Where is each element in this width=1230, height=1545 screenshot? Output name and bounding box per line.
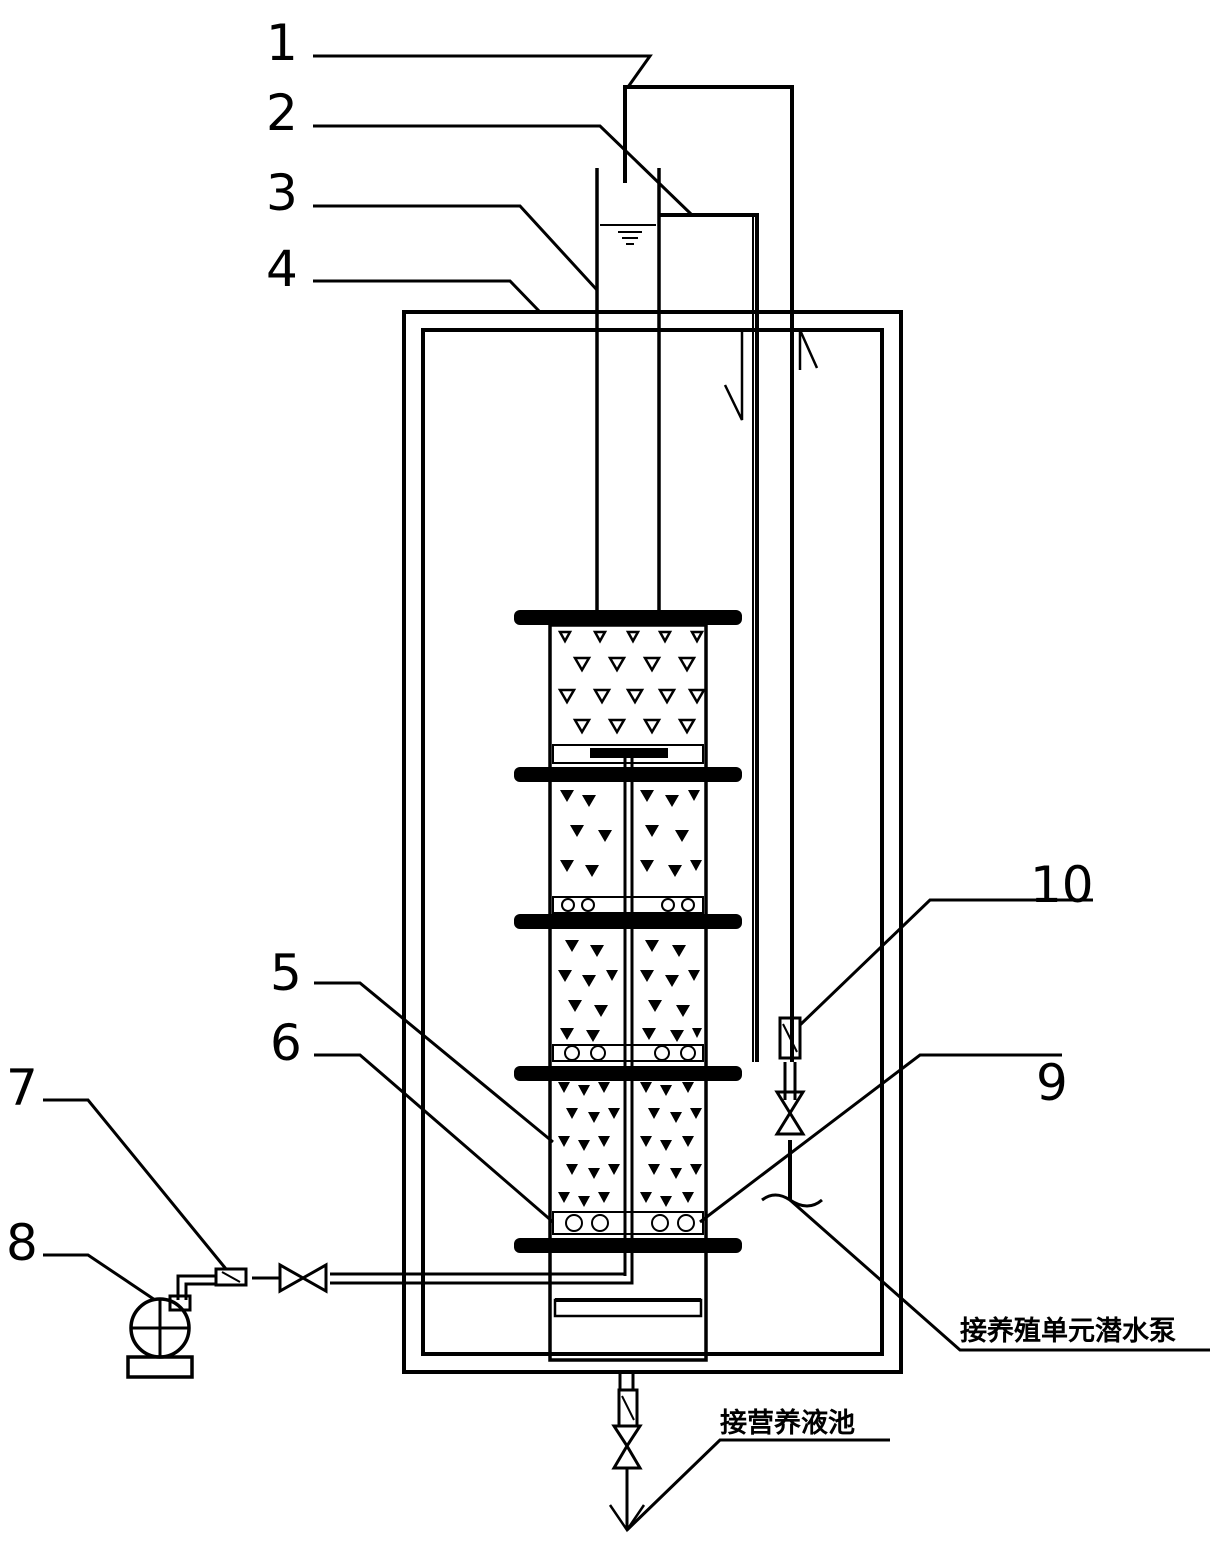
label-8: 8 <box>6 1214 38 1272</box>
label-7: 7 <box>6 1059 38 1117</box>
air-pump-icon <box>126 1294 194 1379</box>
filter-column <box>548 623 708 1362</box>
bottom-plate <box>553 1298 703 1318</box>
label-6: 6 <box>270 1014 302 1072</box>
label-5: 5 <box>270 944 302 1002</box>
inflow-valve <box>774 1090 806 1136</box>
outer-tank <box>402 310 903 1374</box>
drain-line <box>608 1372 646 1533</box>
inflow-pipe <box>623 85 823 1208</box>
number-labels: 1 2 3 4 5 6 7 8 9 10 <box>6 14 1094 1272</box>
label-9: 9 <box>1036 1054 1068 1112</box>
label-10: 10 <box>1030 856 1094 914</box>
air-line <box>176 1260 634 1300</box>
pump-connection-annotation: 接养殖单元潜水泵 <box>960 1315 1176 1347</box>
riser-column <box>595 168 661 610</box>
outflow-pipe <box>659 213 759 1062</box>
label-1: 1 <box>266 14 298 72</box>
tank-connection-annotation: 接营养液池 <box>720 1407 855 1439</box>
distributor-plates <box>552 744 704 1235</box>
label-3: 3 <box>266 164 298 222</box>
media-dense <box>558 790 702 1207</box>
label-4: 4 <box>266 240 298 298</box>
water-level-symbol <box>618 231 642 245</box>
label-2: 2 <box>266 84 298 142</box>
flanges <box>514 610 742 1253</box>
leader-lines <box>43 54 1210 1532</box>
media-sparse <box>557 630 707 735</box>
flowmeter-10 <box>778 1016 802 1060</box>
